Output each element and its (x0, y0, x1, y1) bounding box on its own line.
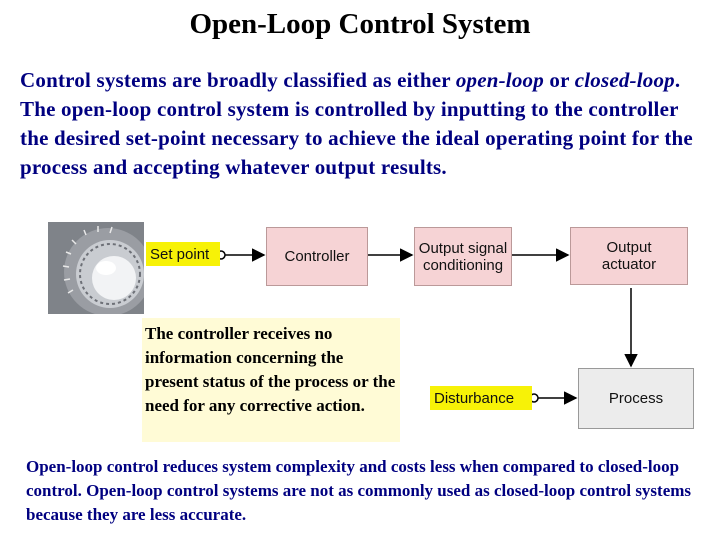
disturbance-label: Disturbance (430, 386, 532, 410)
intro-text-2: or (543, 68, 575, 92)
intro-closed-loop-term: closed-loop (574, 68, 675, 92)
controller-block: Controller (266, 227, 368, 286)
set-point-label: Set point (146, 242, 220, 266)
setpoint-knob-image (48, 222, 144, 314)
intro-paragraph: Control systems are broadly classified a… (20, 66, 710, 182)
summary-paragraph: Open-loop control reduces system complex… (26, 457, 692, 524)
output-actuator-block: Output actuator (570, 227, 688, 285)
output-signal-conditioning-block: Output signal conditioning (414, 227, 512, 286)
intro-text-3: . The open-loop control system is contro… (20, 68, 693, 179)
intro-text-1: Control systems are broadly classified a… (20, 68, 456, 92)
controller-note: The controller receives no information c… (142, 318, 400, 442)
page-title: Open-Loop Control System (189, 8, 531, 40)
process-block: Process (578, 368, 694, 429)
intro-open-loop-term: open-loop (455, 68, 544, 92)
dial-knob-icon (48, 222, 144, 314)
